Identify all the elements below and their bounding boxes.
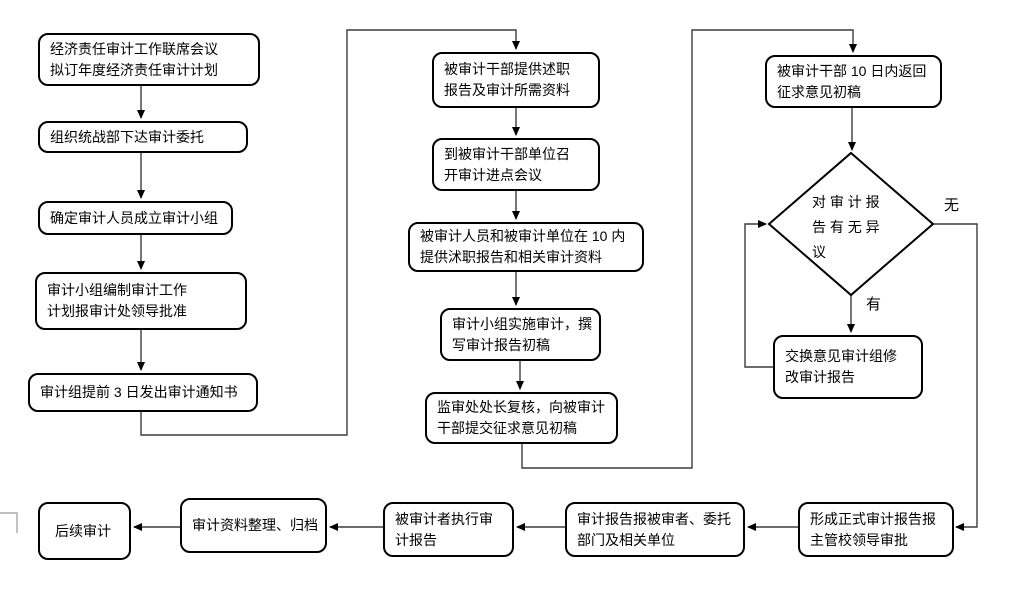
node-text: 形成正式审计报告报 (810, 510, 936, 527)
flow-arrow-revise-loop (744, 220, 773, 368)
branch-label-yes: 有 (866, 296, 882, 313)
clipped-box-stub (0, 512, 18, 533)
node-text: 监审处处长复核，向被审计 (437, 399, 605, 415)
flow-arrow (140, 29, 520, 436)
branch-label-no: 无 (944, 197, 960, 214)
node-text: 开审计进点会议 (444, 166, 542, 183)
node-text: 告 有 无 异 (812, 219, 880, 235)
node-text: 征求意见初稿 (777, 83, 861, 100)
node-text: 计报告 (395, 531, 437, 548)
node-text: 计划报审计处领导批准 (47, 303, 187, 319)
node-text: 到被审计干部单位召 (444, 145, 570, 162)
flow-arrow (521, 29, 857, 469)
node-text: 干部提交征求意见初稿 (437, 420, 577, 436)
node-return-draft-10-days: 被审计干部 10 日内返回 征求意见初稿 (765, 55, 942, 108)
node-text: 审计小组编制审计工作 (47, 282, 187, 298)
node-report-to-parties: 审计报告报被审者、委托 部门及相关单位 (565, 502, 745, 557)
decision-diamond (767, 151, 935, 297)
node-form-audit-team: 确定审计人员成立审计小组 (38, 201, 233, 235)
node-provide-report-materials: 被审计干部提供述职 报告及审计所需资料 (432, 52, 600, 108)
node-text: 被审计人员和被审计单位在 10 内 (420, 228, 626, 244)
node-text: 审计报告报被审者、委托 (577, 510, 731, 527)
node-entry-meeting: 到被审计干部单位召 开审计进点会议 (432, 138, 600, 191)
node-director-review-draft: 监审处处长复核，向被审计 干部提交征求意见初稿 (425, 392, 618, 444)
node-work-plan-approval: 审计小组编制审计工作 计划报审计处领导批准 (35, 272, 247, 330)
node-audit-notice: 审计组提前 3 日发出审计通知书 (28, 373, 258, 412)
node-annual-plan-meeting: 经济责任审计工作联席会议 拟订年度经济责任审计计划 (38, 33, 260, 86)
node-archive-materials: 审计资料整理、归档 (180, 498, 327, 553)
node-text: 审计组提前 3 日发出审计通知书 (40, 384, 238, 400)
node-audit-commission: 组织统战部下达审计委托 (38, 121, 248, 153)
node-follow-up-audit: 后续审计 (38, 502, 131, 560)
node-text: 主管校领导审批 (810, 531, 908, 548)
node-text: 提供沭职报告和相关审计资料 (420, 249, 602, 265)
node-text: 审计资料整理、归档 (192, 517, 318, 533)
flow-arrow-no-branch (933, 223, 978, 531)
node-text: 对 审 计 报 (812, 194, 880, 210)
node-text: 改审计报告 (785, 369, 855, 385)
node-text: 部门及相关单位 (577, 531, 675, 548)
node-text: 确定审计人员成立审计小组 (50, 209, 218, 226)
node-text: 拟订年度经济责任审计计划 (50, 61, 218, 78)
node-exchange-opinions-revise: 交换意见审计组修 改审计报告 (773, 335, 923, 399)
node-text: 经济责任审计工作联席会议 (50, 40, 218, 57)
node-text: 报告及审计所需资料 (444, 82, 570, 98)
node-text: 议 (812, 244, 826, 260)
node-text: 被审计干部 10 日内返回 (777, 62, 927, 79)
node-text: 被审计干部提供述职 (444, 61, 570, 77)
node-conduct-audit-draft: 审计小组实施审计，撰 写审计报告初稿 (440, 308, 601, 361)
node-final-report-approval: 形成正式审计报告报 主管校领导审批 (798, 502, 954, 557)
node-text: 写审计报告初稿 (452, 336, 550, 353)
decision-objection-text: 对 审 计 报 告 有 无 异 议 (812, 190, 880, 265)
node-auditee-executes-report: 被审计者执行审 计报告 (383, 502, 514, 557)
node-text: 审计小组实施审计，撰 (452, 315, 592, 332)
node-text: 被审计者执行审 (395, 510, 493, 527)
node-submit-within-10-days: 被审计人员和被审计单位在 10 内 提供沭职报告和相关审计资料 (408, 222, 644, 272)
node-text: 组织统战部下达审计委托 (50, 128, 204, 145)
node-text: 交换意见审计组修 (785, 348, 897, 364)
node-text: 后续审计 (55, 522, 111, 539)
